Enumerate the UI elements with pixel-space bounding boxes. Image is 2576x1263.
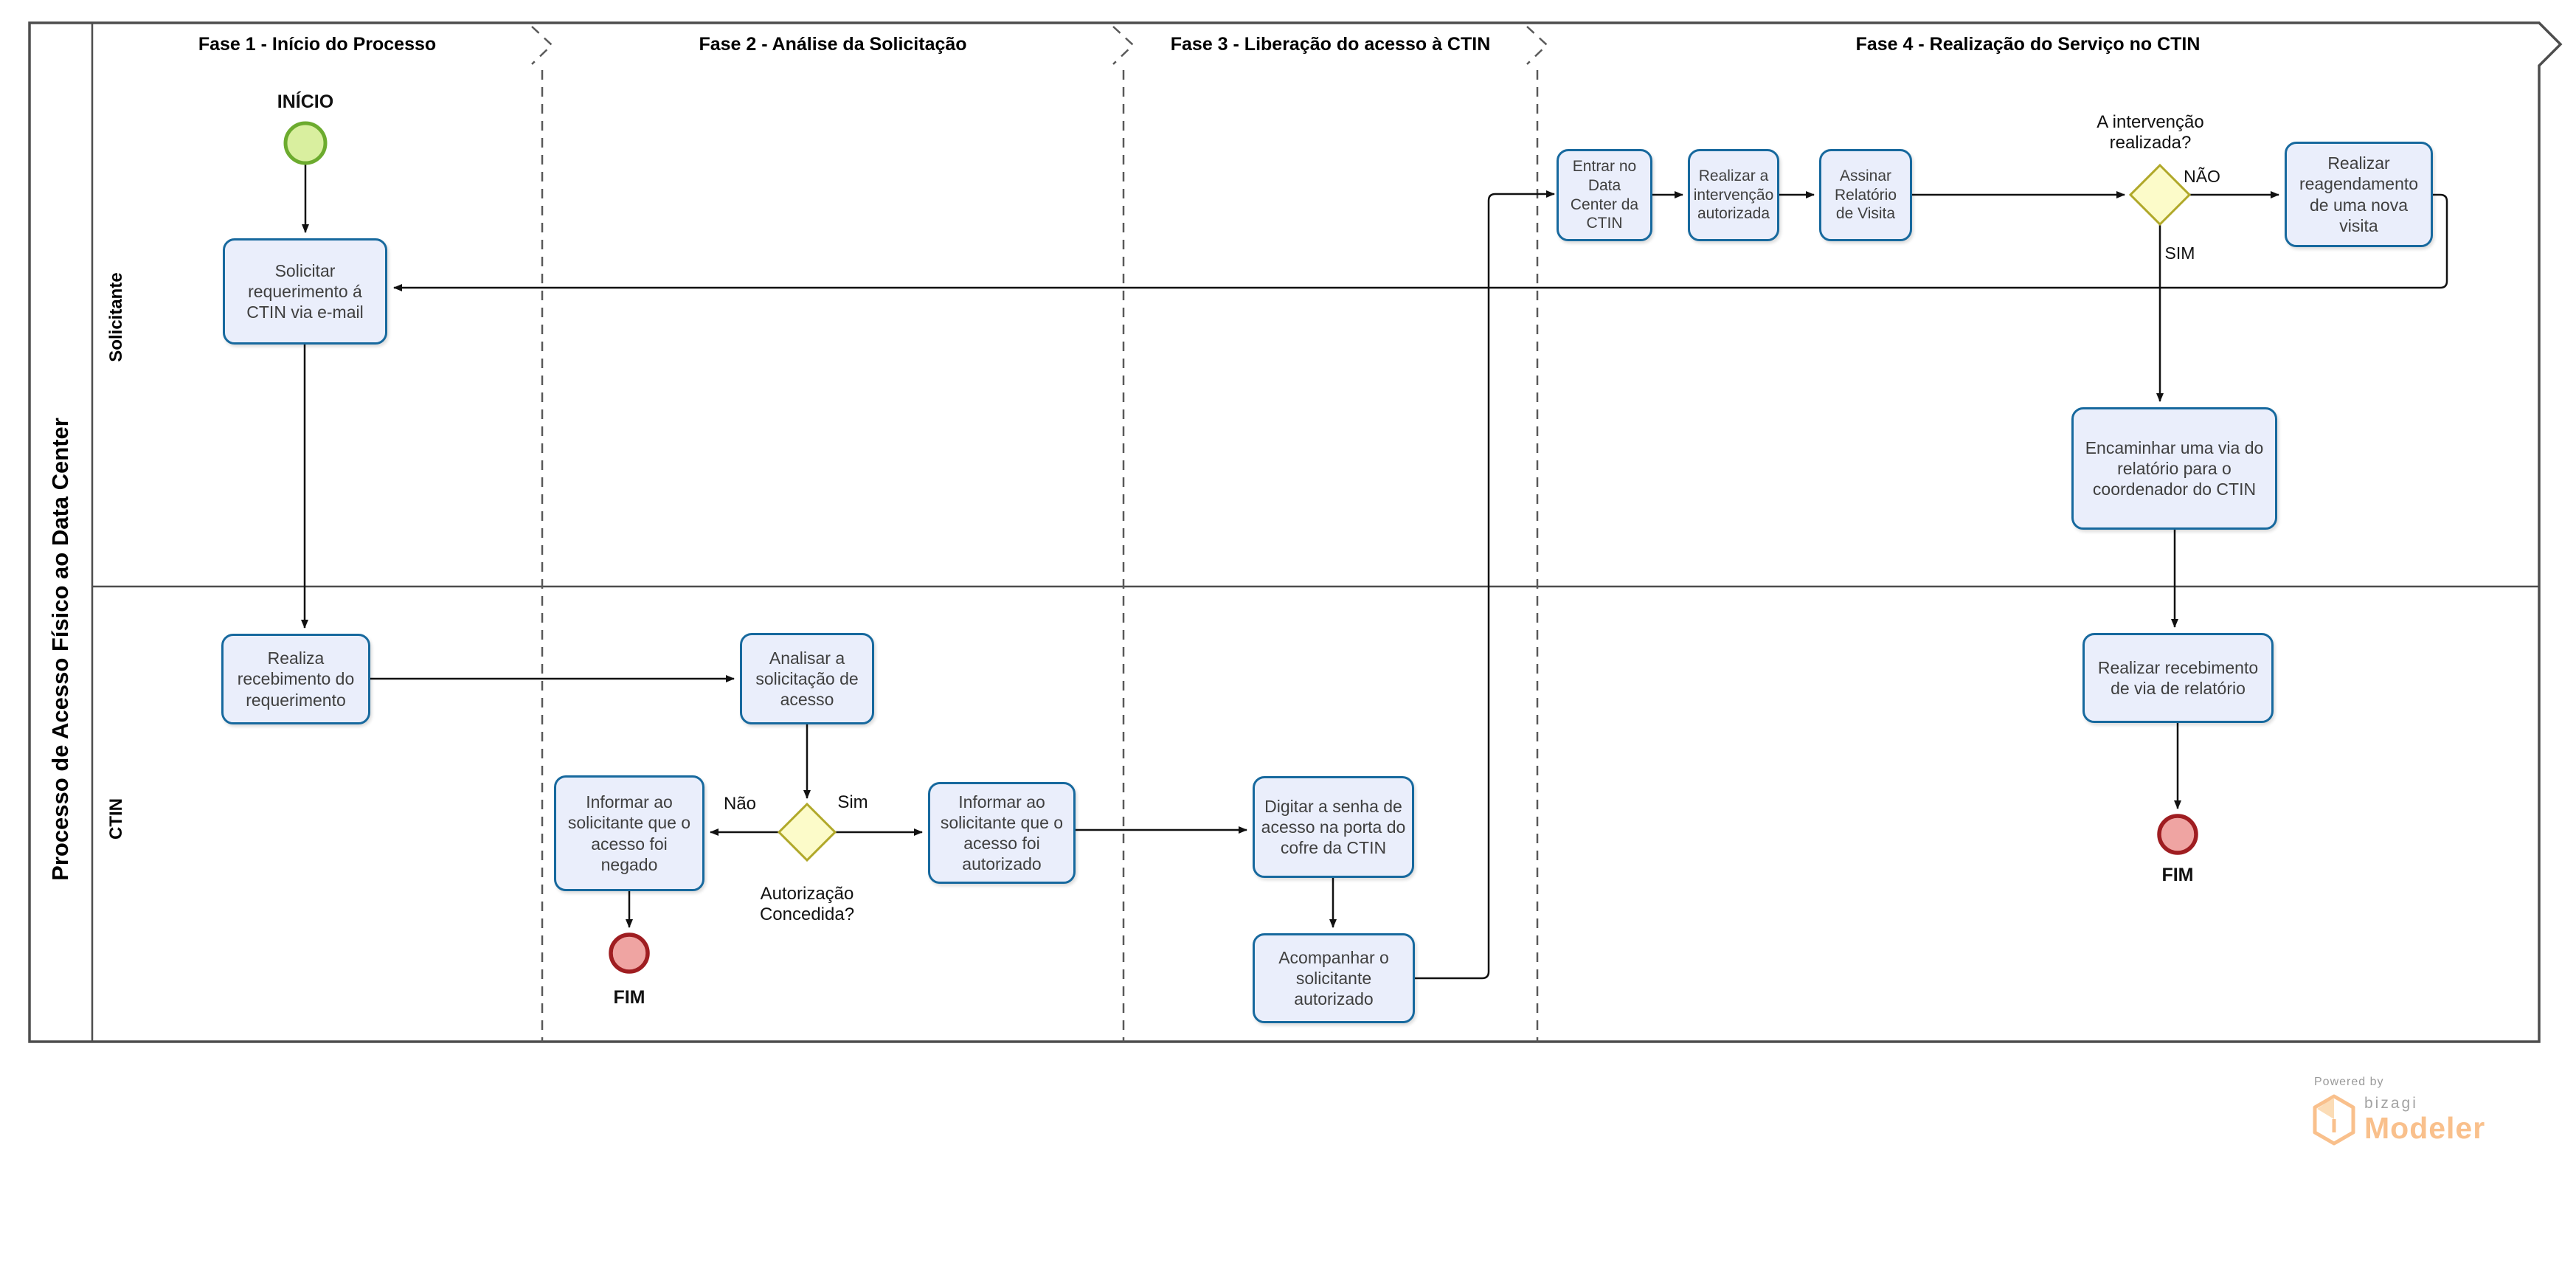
start-event-circle[interactable] bbox=[283, 121, 328, 165]
gateway1-yes-label: Sim bbox=[837, 792, 868, 812]
phase-chevron-2 bbox=[1112, 26, 1135, 65]
end-event-fase2-circle[interactable] bbox=[609, 932, 650, 974]
gateway1-no-label: Não bbox=[723, 794, 757, 814]
task-realiza-recebimento[interactable]: Realiza recebimento do requerimento bbox=[221, 634, 370, 724]
gateway2-yes-label: SIM bbox=[2164, 243, 2195, 263]
bizagi-modeler-watermark: Powered by bizagi Modeler bbox=[2311, 1076, 2547, 1164]
lane-label-solicitante: Solicitante bbox=[106, 272, 126, 362]
gateway-autorizacao-concedida[interactable] bbox=[777, 802, 837, 862]
phase-header-3: Fase 3 - Liberação do acesso à CTIN bbox=[1170, 34, 1491, 55]
task-analisar-solicitacao[interactable]: Analisar a solicitação de acesso bbox=[740, 633, 874, 724]
gateway2-question-label: A intervenção realizada? bbox=[2097, 112, 2204, 153]
start-event-label: INÍCIO bbox=[277, 91, 334, 112]
lane-label-ctin: CTIN bbox=[106, 798, 126, 840]
end-event-fase4-label: FIM bbox=[2161, 865, 2194, 885]
powered-by-text: Powered by bbox=[2314, 1076, 2384, 1088]
end-event-fase4-circle[interactable] bbox=[2157, 814, 2198, 855]
modeler-product-text: Modeler bbox=[2364, 1111, 2486, 1145]
task-digitar-senha[interactable]: Digitar a senha de acesso na porta do co… bbox=[1253, 776, 1414, 878]
phase-header-2: Fase 2 - Análise da Solicitação bbox=[699, 34, 967, 55]
task-realizar-intervencao[interactable]: Realizar a intervenção autorizada bbox=[1688, 149, 1779, 241]
pool-border bbox=[28, 21, 2563, 1043]
gateway2-no-label: NÃO bbox=[2184, 167, 2220, 186]
phase-separators bbox=[531, 26, 1548, 1042]
task-informar-negado[interactable]: Informar ao solicitante que o acesso foi… bbox=[554, 775, 704, 891]
connector-acompanhar-to-entrar bbox=[1415, 190, 1555, 980]
phase-chevron-3 bbox=[1526, 26, 1548, 65]
task-encaminhar-via-relatorio[interactable]: Encaminhar uma via do relatório para o c… bbox=[2071, 407, 2277, 530]
bizagi-brand-text: bizagi bbox=[2364, 1095, 2418, 1112]
task-solicitar-requerimento[interactable]: Solicitar requerimento á CTIN via e-mail bbox=[223, 238, 387, 345]
gateway-intervencao-realizada[interactable] bbox=[2128, 163, 2192, 226]
phase-header-4: Fase 4 - Realização do Serviço no CTIN bbox=[1855, 34, 2201, 55]
task-informar-autorizado[interactable]: Informar ao solicitante que o acesso foi… bbox=[928, 782, 1076, 884]
connector-reagendamento-to-solicitar bbox=[393, 193, 2448, 291]
task-reagendamento-visita[interactable]: Realizar reagendamento de uma nova visit… bbox=[2285, 142, 2433, 247]
phase-chevron-1 bbox=[531, 26, 553, 65]
end-event-fase2-label: FIM bbox=[613, 987, 645, 1008]
pool-title: Processo de Acesso Físico ao Data Center bbox=[47, 418, 73, 881]
task-acompanhar-solicitante[interactable]: Acompanhar o solicitante autorizado bbox=[1253, 933, 1415, 1023]
task-realizar-recebimento-via[interactable]: Realizar recebimento de via de relatório bbox=[2082, 633, 2274, 723]
bizagi-box-icon bbox=[2313, 1094, 2355, 1146]
task-entrar-data-center[interactable]: Entrar no Data Center da CTIN bbox=[1557, 149, 1652, 241]
phase-header-1: Fase 1 - Início do Processo bbox=[198, 34, 437, 55]
gateway1-question-label: Autorização Concedida? bbox=[759, 884, 855, 925]
task-assinar-relatorio[interactable]: Assinar Relatório de Visita bbox=[1819, 149, 1912, 241]
